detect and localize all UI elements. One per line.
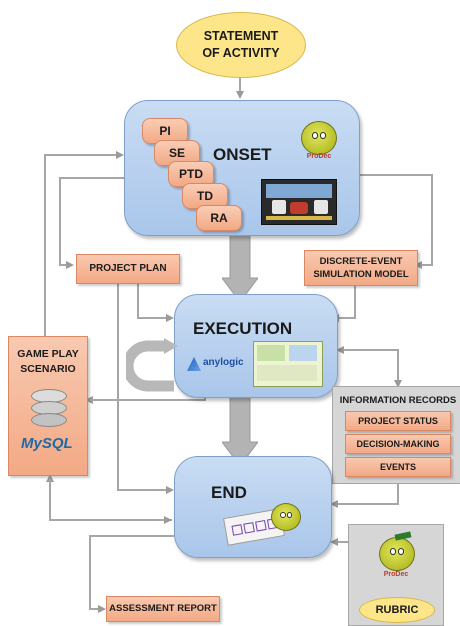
game-play-title: GAME PLAY SCENARIO	[17, 348, 79, 375]
prodec-mascot-end-icon	[271, 503, 301, 531]
end-title: END	[211, 483, 247, 502]
game-screenshot-figure	[314, 200, 328, 214]
des-model-label: DISCRETE-EVENT SIMULATION MODEL	[313, 256, 409, 280]
prodec-mascot-icon	[301, 121, 337, 155]
rubric-badge: RUBRIC	[359, 597, 435, 623]
mysql-logo-text: MySQL	[21, 435, 73, 452]
arrow-onset-des-model	[356, 174, 433, 269]
simulation-panel-a	[257, 345, 285, 361]
arrow-gameplay-onset	[44, 151, 124, 340]
statement-of-activity: STATEMENT OF ACTIVITY	[176, 12, 306, 78]
arrow-end-gameplay	[46, 474, 172, 521]
des-model-box: DISCRETE-EVENT SIMULATION MODEL	[304, 250, 418, 286]
arrow-project-plan-execution	[137, 284, 174, 322]
simulation-screenshot	[253, 341, 323, 387]
statement-label: STATEMENT OF ACTIVITY	[202, 29, 280, 60]
onset-step-ra: RA	[196, 205, 242, 231]
arrow-info-execution	[336, 346, 399, 360]
game-screenshot-floor	[266, 216, 332, 220]
game-play-scenario-box: GAME PLAY SCENARIO MySQL	[8, 336, 88, 476]
rubric-box: ProDec RUBRIC	[348, 524, 444, 626]
iteration-loop-arrow	[126, 338, 178, 392]
game-screenshot-panel	[266, 184, 332, 198]
paper-mark	[231, 524, 244, 536]
information-records-title: INFORMATION RECORDS	[339, 395, 457, 406]
simulation-panel-b	[289, 345, 317, 361]
arrow-execution-info	[336, 349, 402, 388]
arrow-info-end	[330, 482, 399, 508]
onset-title: ONSET	[213, 145, 272, 164]
block-arrow-onset-execution	[222, 230, 258, 303]
info-item-project-status: PROJECT STATUS	[345, 411, 451, 431]
prodec-mascot-rubric-icon	[379, 537, 415, 571]
game-screenshot-car	[290, 202, 308, 214]
prodec-logo-text: ProDec	[306, 153, 332, 160]
game-screenshot-figure	[272, 200, 286, 214]
project-plan-label: PROJECT PLAN	[89, 263, 167, 274]
info-item-decision-making: DECISION-MAKING	[345, 434, 451, 454]
paper-mark	[255, 519, 267, 532]
onset-step-pi: PI	[142, 118, 188, 144]
anylogic-logo-text: anylogic	[203, 357, 244, 368]
assessment-report-label: ASSESSMENT REPORT	[109, 603, 217, 614]
project-plan-box: PROJECT PLAN	[76, 254, 180, 284]
simulation-panel-c	[257, 365, 317, 381]
execution-phase: EXECUTION anylogic	[174, 294, 338, 398]
arrow-end-report	[89, 535, 174, 613]
rubric-label: RUBRIC	[375, 604, 419, 616]
database-disk-3	[31, 413, 67, 427]
information-records-box: INFORMATION RECORDS PROJECT STATUS DECIS…	[332, 386, 460, 484]
arrow-des-execution	[331, 284, 356, 322]
game-screenshot	[261, 179, 337, 225]
info-item-events: EVENTS	[345, 457, 451, 477]
arrow-project-plan-end	[117, 284, 174, 494]
anylogic-logo-icon	[187, 357, 201, 371]
onset-phase: ONSET ProDec	[124, 100, 360, 236]
execution-title: EXECUTION	[193, 319, 293, 338]
assessment-report-box: ASSESSMENT REPORT	[106, 596, 220, 622]
arrow-onset-project-plan	[59, 177, 126, 269]
onset-step-ptd: PTD	[168, 161, 214, 187]
arrow-gameplay-end	[49, 476, 172, 524]
database-icon	[31, 389, 67, 433]
prodec-rubric-logo-text: ProDec	[383, 571, 409, 578]
end-phase: END	[174, 456, 332, 558]
paper-mark	[243, 522, 255, 534]
block-arrow-execution-end	[222, 394, 258, 467]
